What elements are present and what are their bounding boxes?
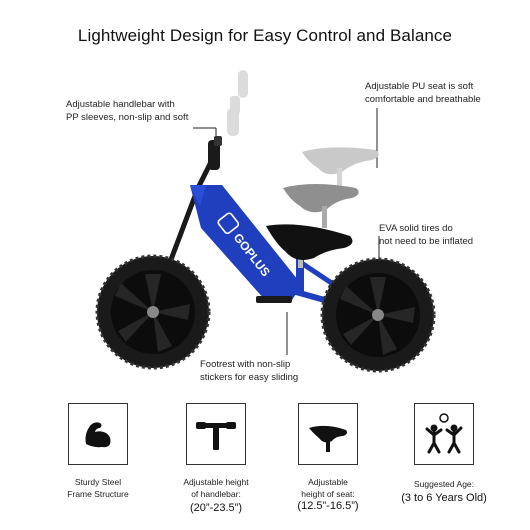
feature-sturdy-frame-caption: Sturdy Steel Frame Structure <box>67 477 129 499</box>
seat-callout: Adjustable PU seat is soft comfortable a… <box>365 80 481 106</box>
rear-wheel <box>320 257 436 373</box>
headline: Lightweight Design for Easy Control and … <box>77 26 453 45</box>
feature-age-caption: Suggested Age: <box>413 479 475 489</box>
front-wheel <box>95 254 211 370</box>
tires-callout-line-2: not need to be inflated <box>379 236 474 247</box>
tires-callout: EVA solid tires do not need to be inflat… <box>379 222 473 248</box>
footrest-callout-line-1: Footrest with non-slip <box>200 359 291 370</box>
feature-handlebar-height <box>178 403 254 465</box>
seat-callout-line-1: Adjustable PU seat is soft <box>365 81 474 92</box>
footrest-plate <box>256 296 292 303</box>
feature-age-value: (3 to 6 Years Old) <box>401 492 487 504</box>
handlebar-assembly <box>194 136 222 193</box>
seat-callout-line-2: comfortable and breathable <box>365 94 481 105</box>
handlebar-callout-line-2: PP sleeves, non-slip and soft <box>66 112 189 123</box>
handlebar-callout: Adjustable handlebar with PP sleeves, no… <box>66 98 188 124</box>
footrest-callout: Footrest with non-slip stickers for easy… <box>200 358 298 384</box>
feature-suggested-age <box>406 403 482 465</box>
footrest-callout-line-2: stickers for easy sliding <box>200 372 299 383</box>
feature-seat-caption: Adjustable height of seat: <box>301 477 355 499</box>
handlebar-icon <box>186 403 246 465</box>
bike-seat <box>266 224 353 260</box>
feature-sturdy-frame <box>60 403 136 465</box>
feature-handlebar-value: (20”-23.5”) <box>190 502 242 514</box>
muscle-arm-icon <box>68 403 128 465</box>
handlebar-callout-line-1: Adjustable handlebar with <box>66 99 175 110</box>
feature-seat-value: (12.5”-16.5”) <box>297 500 359 512</box>
ghost-handlebar-positions <box>227 70 248 136</box>
balance-bike-illustration: GOPLUS <box>95 70 436 373</box>
bike-seat-icon <box>298 403 358 465</box>
ghost-seat-positions <box>283 147 379 228</box>
feature-seat-height <box>290 403 366 465</box>
feature-handlebar-caption: Adjustable height of handlebar: <box>183 477 249 499</box>
tires-callout-line-1: EVA solid tires do <box>379 223 453 234</box>
children-playing-icon <box>414 403 474 465</box>
